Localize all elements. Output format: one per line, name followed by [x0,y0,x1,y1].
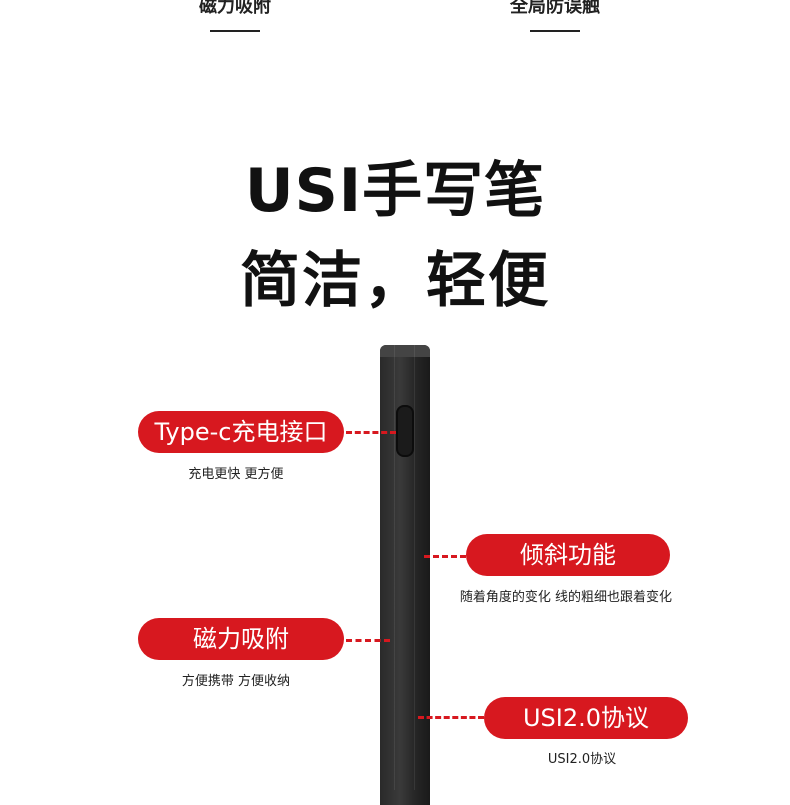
callout-line-magnetic [346,639,390,642]
callout-line-usi [418,716,484,719]
top-item-label: 磁力吸附 [199,0,271,17]
feature-magnetic-desc: 方便携带 方便收纳 [181,674,291,689]
top-item-magnetic[interactable]: 磁力吸附 [165,0,305,32]
feature-type-c-desc: 充电更快 更方便 [188,467,284,482]
stylus-pen-top [380,345,430,357]
feature-magnetic-badge: 磁力吸附 [138,618,344,660]
feature-usi-desc: USI2.0协议 [547,752,617,767]
top-item-underline [530,30,580,32]
pen-facet-line [394,345,395,790]
feature-usi-badge: USI2.0协议 [484,697,688,739]
callout-line-type-c [346,431,396,434]
feature-type-c-badge: Type-c充电接口 [138,411,344,453]
feature-tilt-badge: 倾斜功能 [466,534,670,576]
callout-line-tilt [424,555,466,558]
top-item-underline [210,30,260,32]
type-c-port-icon [396,405,414,457]
headline-subtitle: 简洁，轻便 [240,246,550,316]
headline-title: USI手写笔 [244,156,546,226]
top-item-palm-rejection[interactable]: 全局防误触 [485,0,625,32]
top-item-label: 全局防误触 [510,0,600,17]
pen-facet-line [414,345,415,790]
feature-tilt-desc: 随着角度的变化 线的粗细也跟着变化 [459,590,673,605]
